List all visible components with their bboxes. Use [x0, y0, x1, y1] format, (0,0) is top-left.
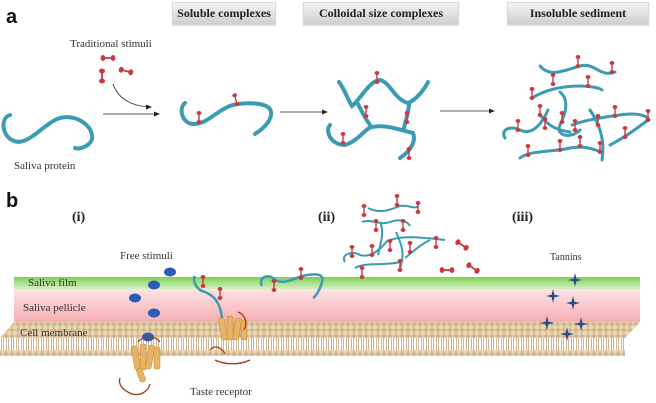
film-protein-complex [259, 266, 324, 300]
sediment-stimuli [514, 54, 652, 158]
saliva-protein-strand [1, 113, 95, 151]
cell-membrane-label: Cell membrane [20, 327, 88, 339]
sediment-cluster-ii-stimuli [348, 193, 440, 280]
bound-stimulus [195, 110, 203, 125]
stage-insoluble-sediment: Insoluble sediment [507, 2, 649, 25]
sediment-cluster-ii [342, 204, 446, 269]
stimulus-dumbbell [99, 54, 117, 62]
free-stimuli-label: Free stimuli [120, 250, 173, 262]
arrow-1 [103, 111, 160, 117]
free-stimulus-dumbbell [453, 237, 471, 253]
subpanel-iii-label: (iii) [512, 210, 533, 225]
subpanel-ii-label: (ii) [318, 210, 336, 225]
arrow-2 [280, 109, 328, 115]
insoluble-sediment-network [502, 63, 650, 162]
stimulus-dumbbell [117, 65, 135, 77]
receptor-bound-protein [192, 274, 251, 365]
panel-a-letter: a [6, 6, 18, 28]
arrow-3 [440, 108, 495, 114]
subpanel-i-label: (i) [72, 210, 86, 225]
saliva-film-label: Saliva film [28, 277, 77, 289]
stimulus-dumbbell [98, 67, 106, 85]
stage-colloidal-complexes: Colloidal size complexes [303, 2, 459, 25]
panel-b-letter: b [6, 190, 19, 212]
curved-arrow [112, 83, 151, 108]
bound-stimulus [362, 104, 370, 119]
taste-receptor-icon [118, 336, 161, 396]
traditional-stimuli-label: Traditional stimuli [70, 38, 152, 50]
saliva-pellicle-label: Saliva pellicle [23, 302, 86, 314]
bound-stimulus [339, 131, 347, 146]
free-stimulus-dumbbell [438, 266, 456, 274]
colloidal-complex [326, 77, 430, 160]
free-stimulus-dumbbell [464, 260, 482, 276]
free-stimuli [129, 267, 176, 342]
saliva-protein-label: Saliva protein [14, 160, 76, 172]
tannins-label: Tannins [550, 252, 582, 263]
saliva-film-layer [14, 277, 640, 289]
stage-soluble-complexes: Soluble complexes [172, 2, 276, 25]
cell-membrane-tails [0, 338, 625, 352]
cell-membrane-bottom [0, 350, 625, 356]
soluble-complex-strand [179, 101, 274, 136]
cell-membrane-layer [0, 322, 640, 338]
saliva-pellicle-layer [14, 289, 640, 322]
taste-receptor-label: Taste receptor [190, 386, 252, 398]
bound-stimulus [373, 70, 381, 85]
